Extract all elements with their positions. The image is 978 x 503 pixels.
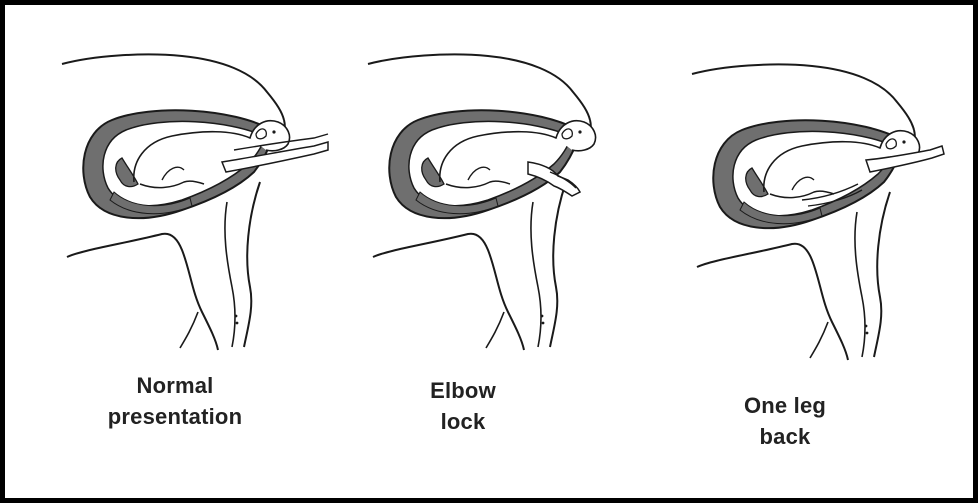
caption-line: back	[695, 421, 875, 452]
illustration-elbow-lock	[368, 54, 596, 350]
illustration-normal-presentation	[62, 54, 328, 350]
caption-one-leg-back: One leg back	[695, 390, 875, 452]
caption-elbow-lock: Elbow lock	[383, 375, 543, 437]
caption-line: Normal	[65, 370, 285, 401]
caption-line: One leg	[695, 390, 875, 421]
caption-line: Elbow	[383, 375, 543, 406]
caption-line: lock	[383, 406, 543, 437]
caption-normal-presentation: Normal presentation	[65, 370, 285, 432]
caption-line: presentation	[65, 401, 285, 432]
illustration-one-leg-back	[692, 64, 944, 360]
